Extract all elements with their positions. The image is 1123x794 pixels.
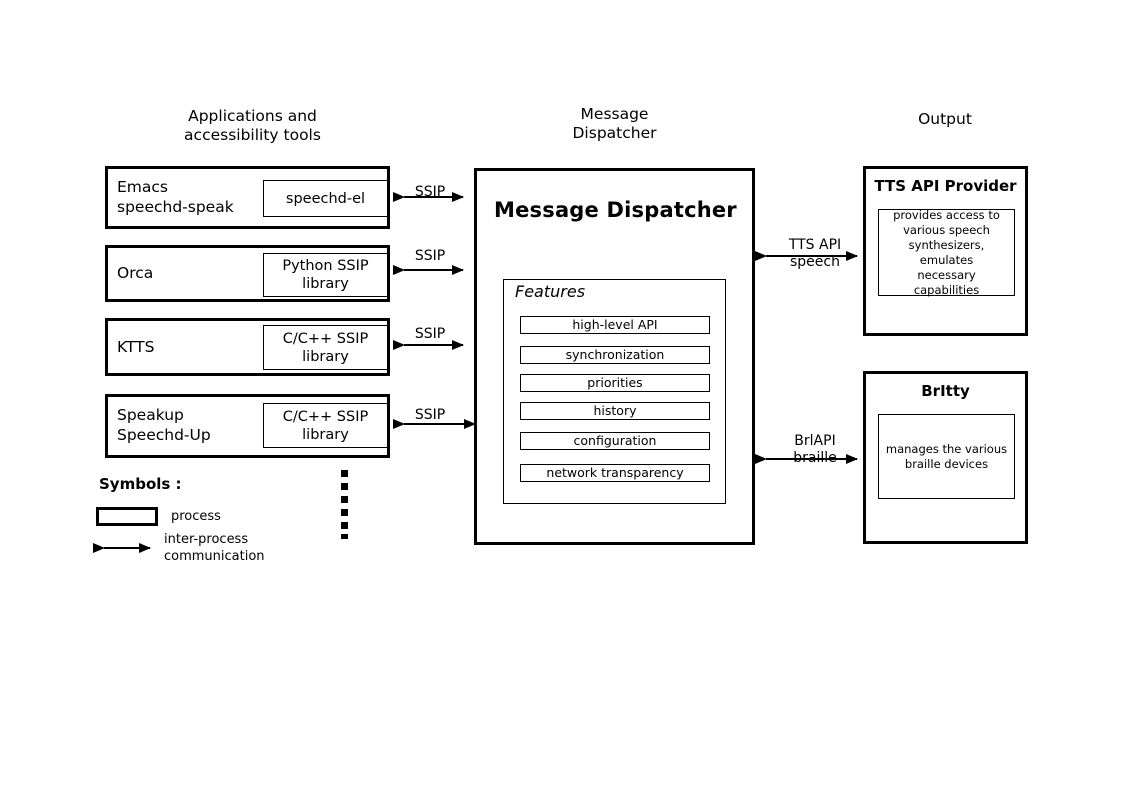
output-title-brltty: BrItty: [921, 382, 970, 400]
library-box-cpp-ssip-speakup[interactable]: C/C++ SSIP library: [263, 403, 388, 448]
feature-high-level-api[interactable]: high-level API: [520, 316, 710, 334]
features-title: Features: [515, 282, 586, 301]
app-label-speakup: Speakup Speechd-Up: [117, 406, 211, 444]
column-heading-applications: Applications and accessibility tools: [184, 107, 321, 144]
process-box-tts-api-provider[interactable]: TTS API Provider provides access to vari…: [863, 166, 1028, 336]
column-heading-output: Output: [918, 110, 972, 128]
arrow-label-ssip-emacs: SSIP: [414, 184, 446, 200]
feature-synchronization[interactable]: synchronization: [520, 346, 710, 364]
arrow-label-tts-api: TTS API speech: [788, 237, 842, 270]
arrow-label-ssip-speakup: SSIP: [414, 407, 446, 423]
app-label-emacs: Emacs speechd-speak: [117, 178, 234, 216]
legend-title: Symbols :: [99, 475, 182, 493]
feature-configuration[interactable]: configuration: [520, 432, 710, 450]
feature-history[interactable]: history: [520, 402, 710, 420]
app-label-ktts: KTTS: [117, 338, 155, 356]
library-box-speechd-el[interactable]: speechd-el: [263, 180, 388, 217]
column-heading-message-dispatcher: Message Dispatcher: [572, 105, 657, 142]
feature-network-transparency[interactable]: network transparency: [520, 464, 710, 482]
process-box-brltty[interactable]: BrItty manages the various braille devic…: [863, 371, 1028, 544]
output-description-brltty: manages the various braille devices: [878, 414, 1015, 499]
legend-process-label: process: [171, 509, 221, 524]
arrow-label-brlapi: BrlAPI braille: [793, 433, 837, 466]
arrow-label-ssip-orca: SSIP: [414, 248, 446, 264]
output-title-tts-api-provider: TTS API Provider: [874, 177, 1017, 195]
feature-priorities[interactable]: priorities: [520, 374, 710, 392]
library-box-cpp-ssip-ktts[interactable]: C/C++ SSIP library: [263, 325, 388, 370]
more-applications-ellipsis: [341, 470, 348, 539]
arrow-label-ssip-ktts: SSIP: [414, 326, 446, 342]
dispatcher-title: Message Dispatcher: [494, 198, 737, 222]
legend-communication-label: inter-process communication: [164, 532, 265, 564]
output-description-tts-api-provider: provides access to various speech synthe…: [878, 208, 1015, 297]
app-label-orca: Orca: [117, 264, 154, 282]
legend-process-symbol: [96, 507, 158, 526]
library-box-python-ssip[interactable]: Python SSIP library: [263, 253, 388, 297]
